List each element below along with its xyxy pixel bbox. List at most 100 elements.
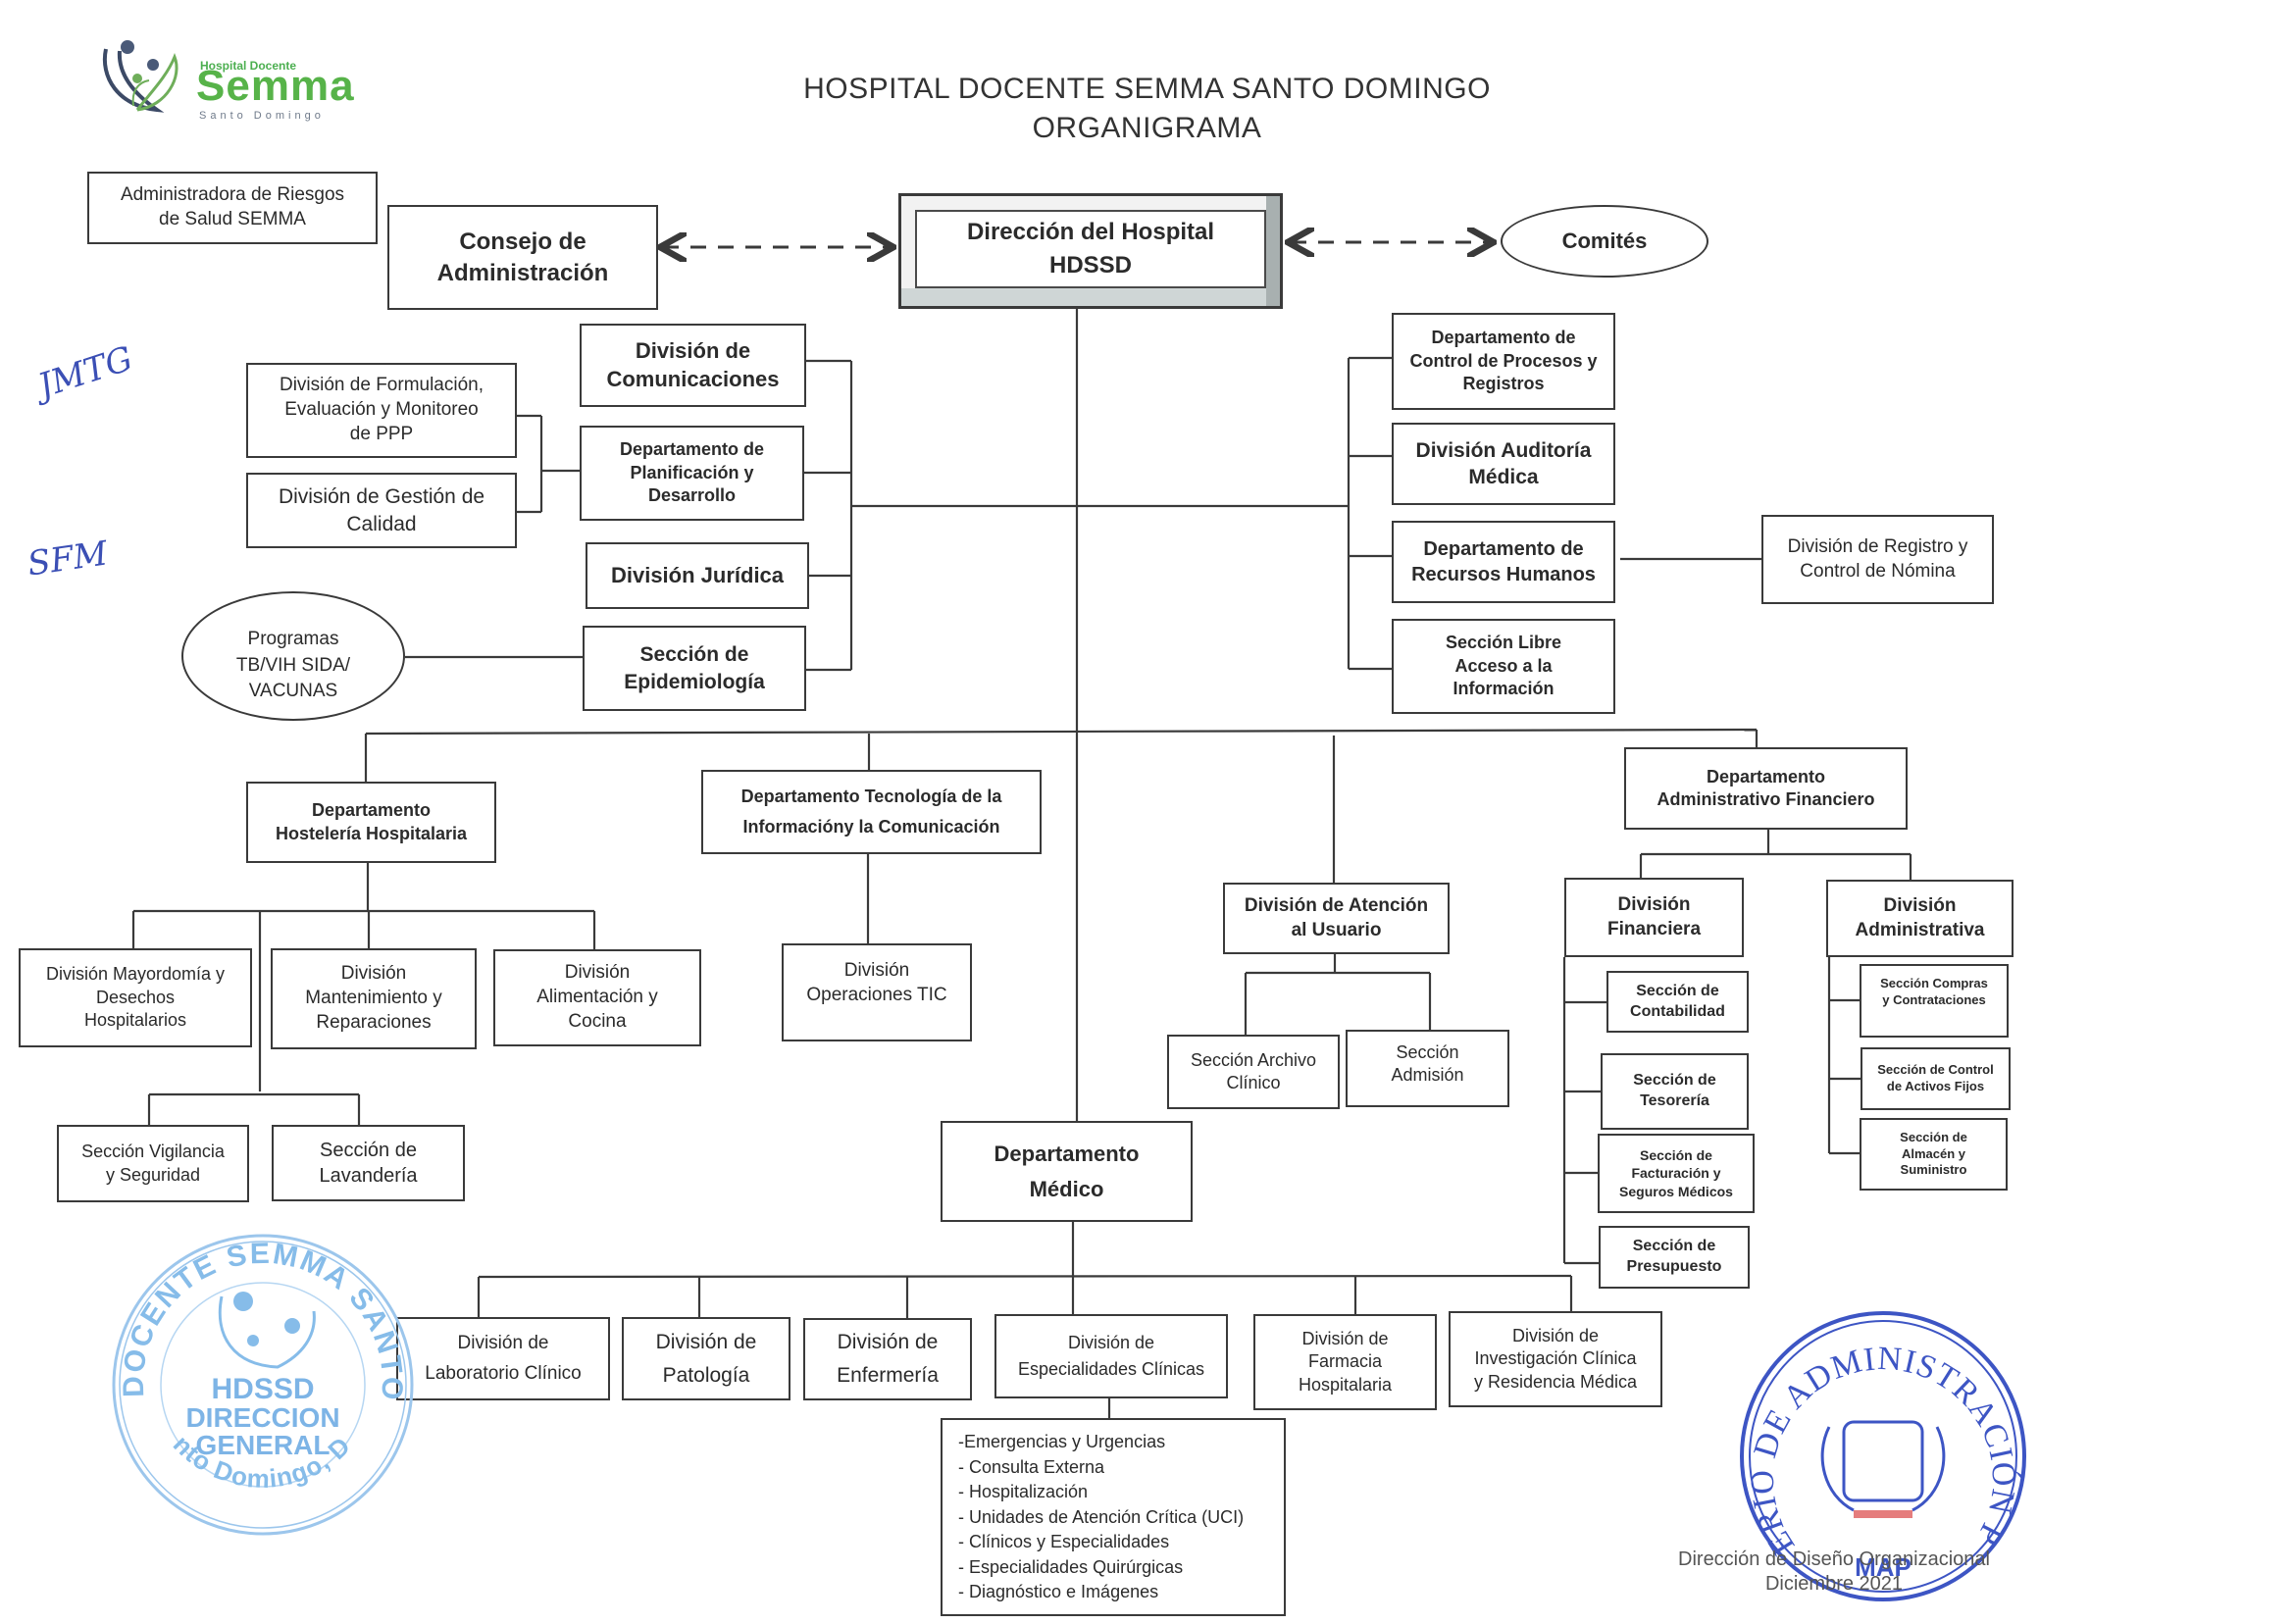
node-label: Sección de Almacén y Suministro (1900, 1129, 1967, 1178)
node-programas-tb-vih[interactable]: Programas TB/VIH SIDA/ VACUNAS (181, 591, 405, 721)
node-label: División de Laboratorio Clínico (425, 1333, 582, 1384)
node-seccion-presupuesto[interactable]: Sección de Presupuesto (1599, 1226, 1750, 1289)
node-division-especialidades[interactable]: División de Especialidades Clínicas (994, 1314, 1228, 1398)
node-label: Departamento de Control de Procesos y Re… (1409, 328, 1598, 394)
list-item: - Diagnóstico e Imágenes (958, 1582, 1159, 1601)
node-label: División de Farmacia Hospitalaria (1298, 1328, 1393, 1395)
node-division-auditoria-medica[interactable]: División Auditoría Médica (1392, 423, 1615, 505)
node-depto-medico[interactable]: Departamento Médico (941, 1121, 1193, 1222)
node-depto-tic[interactable]: Departamento Tecnología de la Informació… (701, 770, 1042, 854)
node-label: Sección de Control de Activos Fijos (1877, 1062, 1994, 1093)
node-label: Sección de Epidemiología (624, 643, 765, 693)
node-label: División de Atención al Usuario (1244, 894, 1429, 940)
node-depto-administrativo-financiero[interactable]: Departamento Administrativo Financiero (1624, 747, 1908, 830)
node-label: División Mantenimiento y Reparaciones (305, 963, 442, 1033)
node-label: Administradora de Riesgos de Salud SEMMA (120, 184, 345, 229)
node-division-administrativa[interactable]: División Administrativa (1826, 880, 2014, 957)
svg-text:MINISTERIO DE ADMINISTRACIÓN P: MINISTERIO DE ADMINISTRACIÓN PÚBLICA (1736, 1309, 2022, 1561)
map-footer-line1: Dirección de Diseño Organizacional (1678, 1548, 1990, 1570)
logo-location: Santo Domingo (199, 110, 325, 122)
node-label: Sección Archivo Clínico (1190, 1049, 1317, 1092)
stamp-line-direccion: DIRECCION (185, 1402, 340, 1433)
map-footer-date: Diciembre 2021 (1764, 1573, 1904, 1595)
node-label: Sección Vigilancia y Seguridad (81, 1142, 225, 1185)
node-label: División Operaciones TIC (806, 960, 947, 1005)
list-item: - Hospitalización (958, 1482, 1089, 1501)
ministerio-stamp: MINISTERIO DE ADMINISTRACIÓN PÚBLICA MAP (1720, 1280, 2030, 1603)
node-seccion-lavanderia[interactable]: Sección de Lavandería (272, 1125, 465, 1201)
node-seccion-archivo-clinico[interactable]: Sección Archivo Clínico (1167, 1035, 1340, 1109)
hospital-stamp: HOSPITAL DOCENTE SEMMA SANTO DOMINGO San… (93, 1202, 420, 1542)
node-label: Programas TB/VIH SIDA/ VACUNAS (235, 629, 351, 702)
handwritten-initials-2: SFM (25, 533, 111, 584)
node-seccion-epidemiologia[interactable]: Sección de Epidemiología (583, 626, 806, 711)
node-division-patologia[interactable]: División de Patología (622, 1317, 790, 1400)
node-depto-planificacion[interactable]: Departamento de Planificación y Desarrol… (580, 426, 804, 521)
node-label: Sección de Presupuesto (1626, 1238, 1722, 1275)
node-label: Consejo de Administración (436, 228, 609, 286)
list-item: - Consulta Externa (958, 1456, 1105, 1477)
svg-text:MAP: MAP (1855, 1552, 1912, 1582)
node-seccion-facturacion[interactable]: Sección de Facturación y Seguros Médicos (1598, 1134, 1755, 1213)
coat-of-arms-icon: MINISTERIO DE ADMINISTRACIÓN PÚBLICA MAP (1720, 1280, 2026, 1601)
logo-subtitle: Hospital Docente (200, 59, 297, 73)
node-label: Departamento Tecnología de la Informació… (740, 787, 1002, 837)
node-label: Sección de Contabilidad (1630, 982, 1725, 1020)
node-label: Sección Libre Acceso a la Información (1445, 633, 1562, 699)
node-seccion-tesoreria[interactable]: Sección de Tesorería (1601, 1053, 1749, 1130)
node-seccion-libre-acceso[interactable]: Sección Libre Acceso a la Información (1392, 619, 1615, 714)
handwritten-initials-1: JMTG (33, 338, 138, 407)
node-division-mantenimiento[interactable]: División Mantenimiento y Reparaciones (271, 948, 477, 1049)
node-division-comunicaciones[interactable]: División de Comunicaciones (580, 324, 806, 407)
node-seccion-activos-fijos[interactable]: Sección de Control de Activos Fijos (1861, 1047, 2011, 1110)
node-division-investigacion[interactable]: División de Investigación Clínica y Resi… (1449, 1311, 1662, 1407)
node-label: División Administrativa (1855, 894, 1985, 940)
node-label: Departamento de Planificación y Desarrol… (619, 439, 765, 506)
node-label: División Mayordomía y Desechos Hospitala… (45, 964, 226, 1031)
node-label: División de Enfermería (837, 1331, 939, 1387)
node-division-atencion-usuario[interactable]: División de Atención al Usuario (1223, 883, 1450, 954)
stamp-line-hdssd: HDSSD (211, 1373, 315, 1405)
semma-logo-icon (102, 40, 178, 113)
node-direccion-hospital[interactable]: Dirección del Hospital HDSSD (898, 193, 1283, 309)
bevel-decoration (901, 288, 1280, 306)
node-seccion-vigilancia[interactable]: Sección Vigilancia y Seguridad (57, 1125, 249, 1202)
node-depto-recursos-humanos[interactable]: Departamento de Recursos Humanos (1392, 521, 1615, 603)
node-label: División de Patología (655, 1330, 757, 1387)
node-seccion-admision[interactable]: Sección Admisión (1346, 1030, 1509, 1107)
node-label: División Alimentación y Cocina (536, 962, 658, 1032)
list-item: - Especialidades Quirúrgicas (958, 1556, 1184, 1577)
node-seccion-compras[interactable]: Sección Compras y Contrataciones (1860, 964, 2009, 1038)
node-division-mayordomia[interactable]: División Mayordomía y Desechos Hospitala… (19, 948, 252, 1047)
node-division-operaciones-tic[interactable]: División Operaciones TIC (782, 943, 972, 1041)
logo-wordmark: Semma (196, 62, 355, 110)
node-division-registro-nomina[interactable]: División de Registro y Control de Nómina (1761, 515, 1994, 604)
node-label: División de Comunicaciones (606, 337, 780, 391)
node-depto-hosteleria[interactable]: Departamento Hostelería Hospitalaria (246, 782, 496, 863)
direccion-inner: Dirección del Hospital HDSSD (915, 210, 1266, 288)
node-label: Sección de Lavandería (319, 1140, 418, 1187)
node-label: Comités (1561, 228, 1648, 253)
node-division-gestion-calidad[interactable]: División de Gestión de Calidad (246, 473, 517, 548)
list-item: -Emergencias y Urgencias (958, 1432, 1166, 1451)
node-administradora-riesgos[interactable]: Administradora de Riesgos de Salud SEMMA (87, 172, 378, 244)
node-division-laboratorio[interactable]: División de Laboratorio Clínico (396, 1317, 610, 1400)
node-depto-control-procesos[interactable]: Departamento de Control de Procesos y Re… (1392, 313, 1615, 410)
node-label: Dirección del Hospital HDSSD (966, 219, 1215, 279)
node-division-formulacion[interactable]: División de Formulación, Evaluación y Mo… (246, 363, 517, 458)
node-division-enfermeria[interactable]: División de Enfermería (803, 1318, 972, 1400)
node-label: Departamento Médico (994, 1142, 1140, 1201)
node-label: División de Gestión de Calidad (278, 485, 485, 535)
node-division-alimentacion[interactable]: División Alimentación y Cocina (493, 949, 701, 1046)
node-comites[interactable]: Comités (1501, 205, 1708, 278)
node-consejo-administracion[interactable]: Consejo de Administración (387, 205, 658, 310)
node-division-farmacia[interactable]: División de Farmacia Hospitalaria (1253, 1314, 1437, 1410)
page-subtitle: ORGANIGRAMA (1032, 112, 1262, 144)
node-label: División de Formulación, Evaluación y Mo… (279, 375, 484, 444)
node-division-financiera[interactable]: División Financiera (1564, 878, 1744, 957)
node-division-juridica[interactable]: División Jurídica (586, 542, 809, 609)
node-seccion-almacen[interactable]: Sección de Almacén y Suministro (1860, 1118, 2008, 1191)
node-seccion-contabilidad[interactable]: Sección de Contabilidad (1606, 971, 1749, 1033)
hospital-logo: Hospital Docente Semma Santo Domingo (98, 37, 355, 122)
